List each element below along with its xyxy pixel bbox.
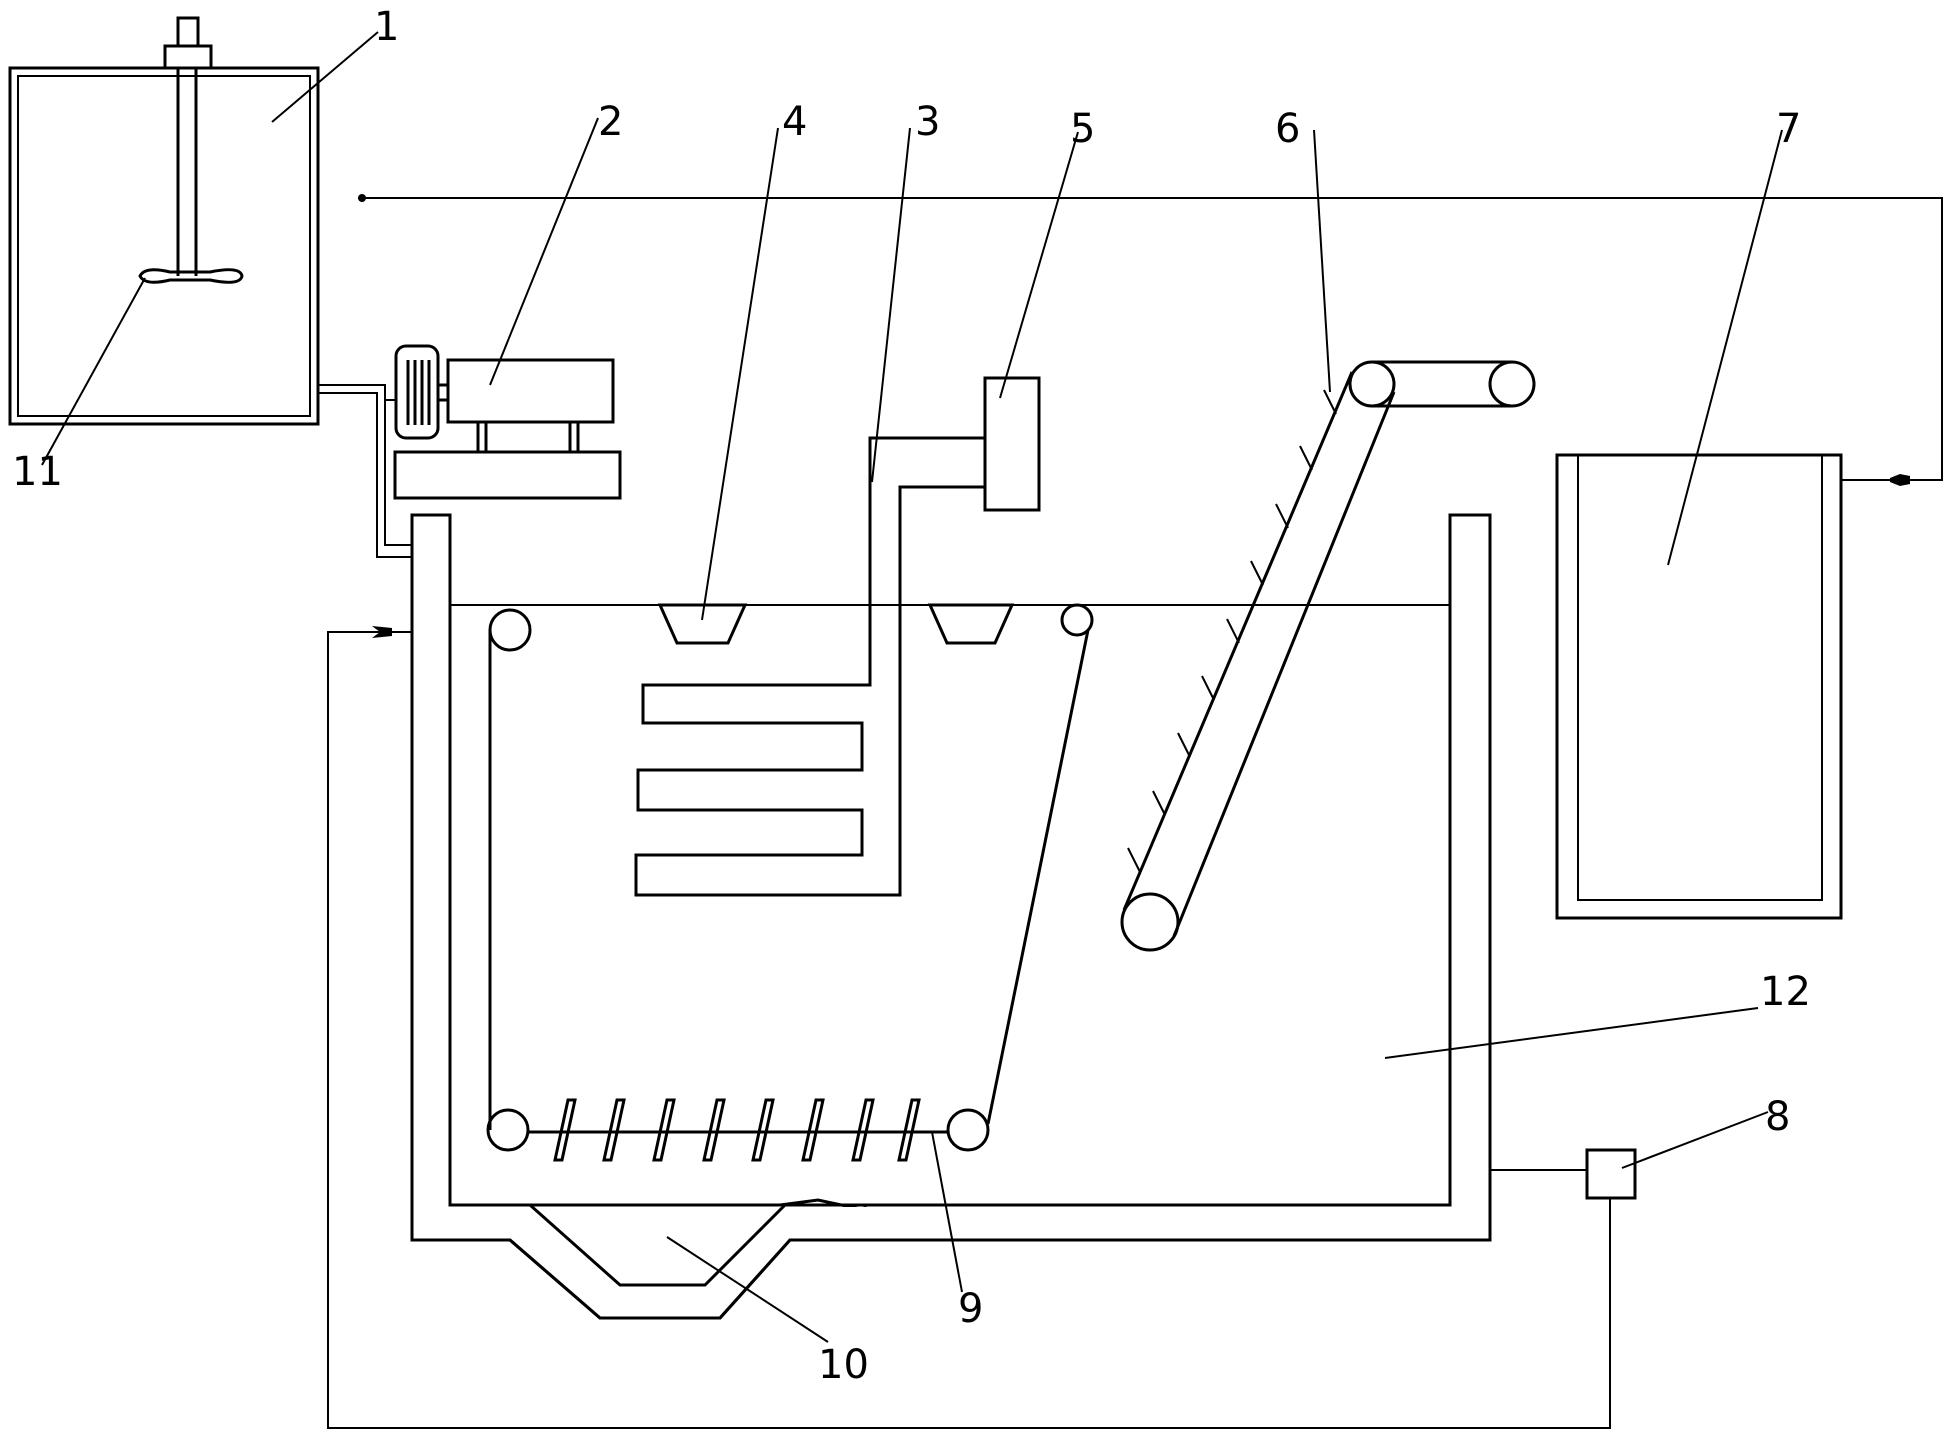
main-tank-bottom-hopper <box>412 1203 1490 1320</box>
label-1: 1 <box>374 4 399 50</box>
skimmer-troughs <box>657 603 1015 645</box>
main-tank <box>410 513 1492 1320</box>
label-7: 7 <box>1776 106 1801 152</box>
pump-unit <box>393 344 622 500</box>
scraper-blades <box>553 1098 921 1162</box>
collection-tank <box>1555 453 1843 920</box>
label-5: 5 <box>1070 106 1095 152</box>
label-11: 11 <box>12 449 63 495</box>
inclined-conveyor <box>1120 360 1536 952</box>
electrode-coil <box>634 436 985 897</box>
return-pipe <box>358 194 1943 486</box>
controller-box <box>983 376 1041 512</box>
conveyor-flights <box>1127 389 1337 873</box>
stirring-tank <box>8 16 320 426</box>
feed-pipe <box>318 384 412 558</box>
label-3: 3 <box>915 99 940 145</box>
label-4: 4 <box>782 99 807 145</box>
label-10: 10 <box>818 1342 869 1388</box>
recirculation-pipe <box>327 626 1611 1429</box>
scraper-conveyor <box>486 603 1094 1152</box>
label-12: 12 <box>1760 969 1811 1015</box>
label-2: 2 <box>598 99 623 145</box>
callout-labels: 1 2 4 3 5 6 7 11 12 8 9 10 <box>12 4 1811 1388</box>
leader-lines <box>41 31 1783 1343</box>
label-9: 9 <box>958 1286 983 1332</box>
outlet-valve <box>1490 1148 1637 1200</box>
label-6: 6 <box>1275 106 1300 152</box>
stirring-impeller <box>138 268 244 284</box>
label-8: 8 <box>1765 1094 1790 1140</box>
